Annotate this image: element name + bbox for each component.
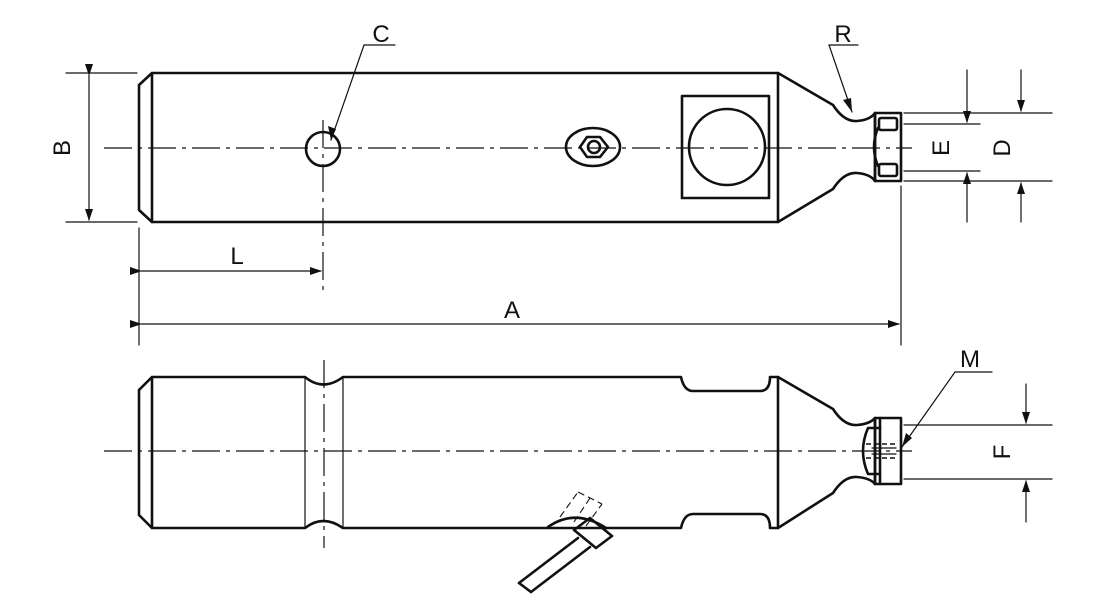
- cable-hidden-2: [573, 497, 591, 523]
- leader-c-arrow: [328, 126, 336, 140]
- cable-gland-outer: [564, 126, 622, 168]
- bottom-view: [104, 360, 912, 594]
- cable-boss: [546, 516, 608, 530]
- leader-label-r: R: [834, 21, 851, 48]
- top-cap-notch-upper: [877, 116, 899, 132]
- cable-nut: [572, 516, 614, 550]
- dim-label-f: F: [989, 445, 1016, 460]
- dimensions: B L A C R E D M: [49, 21, 1053, 523]
- leader-label-c: C: [372, 21, 389, 48]
- leader-r-arrow: [843, 98, 852, 112]
- dim-label-a: A: [504, 297, 520, 324]
- cable-exit: [517, 491, 614, 594]
- square-pad: [680, 94, 771, 200]
- pad-circle: [687, 107, 767, 187]
- cable-edge-2: [529, 545, 592, 594]
- cable-gland-center: [586, 139, 602, 155]
- cable-hidden-1: [559, 491, 579, 518]
- leader-m-arrow: [902, 433, 912, 447]
- cable-end: [517, 581, 533, 594]
- cable-hidden-top: [577, 491, 603, 505]
- top-view: [104, 71, 912, 290]
- cable-gland-hexnut: [578, 135, 610, 159]
- dim-label-d: D: [989, 139, 1016, 156]
- leader-label-m: M: [960, 346, 980, 373]
- leader-m: [901, 371, 993, 448]
- cable-hidden-3: [585, 503, 603, 527]
- dim-label-e: E: [928, 140, 955, 156]
- dim-label-l: L: [230, 243, 243, 270]
- top-cap-notch-lower: [877, 162, 899, 178]
- leader-r: [828, 44, 859, 113]
- top-cap-curve: [872, 126, 880, 168]
- bottom-body-outline: [137, 375, 877, 530]
- leader-c: [330, 44, 396, 141]
- dim-label-b: B: [49, 140, 76, 156]
- cable-edge-1: [517, 536, 580, 585]
